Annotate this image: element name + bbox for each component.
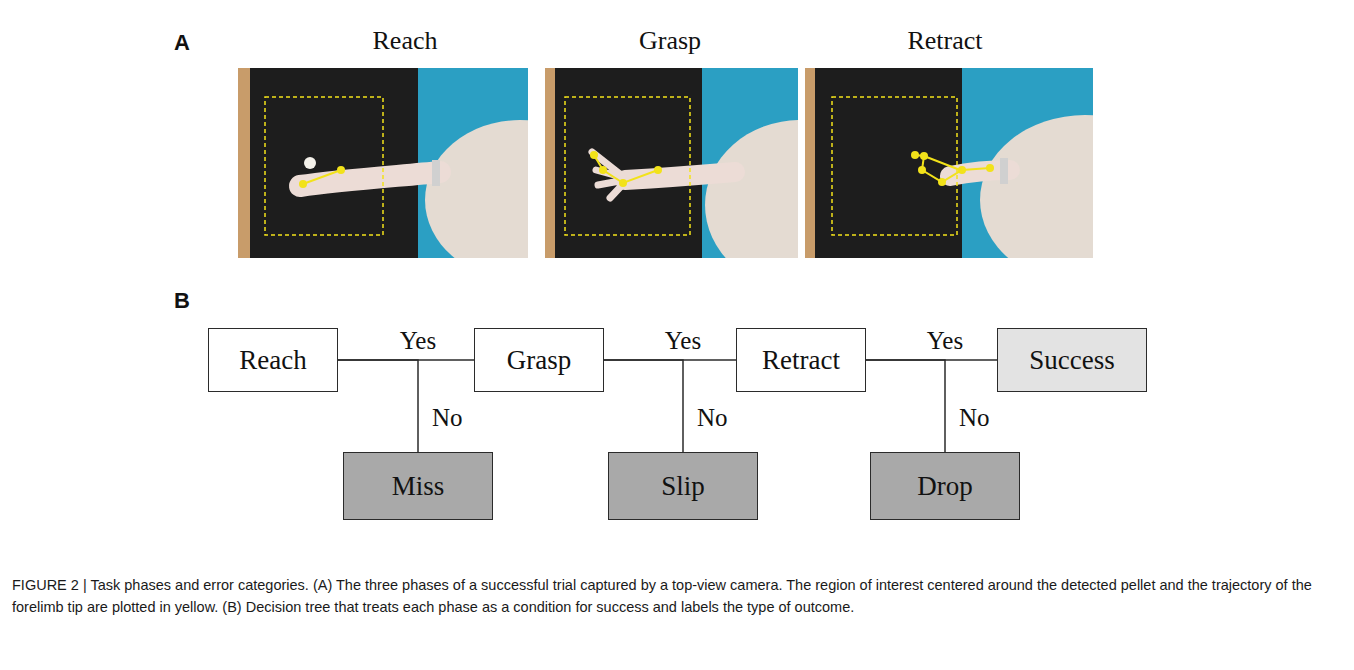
box-text: Drop bbox=[917, 471, 973, 502]
box-text: Grasp bbox=[507, 345, 571, 376]
box-text: Miss bbox=[392, 471, 445, 502]
phase-box: Retract bbox=[736, 328, 866, 392]
phase-box: Grasp bbox=[474, 328, 604, 392]
box-text: Reach bbox=[239, 345, 306, 376]
connector-line bbox=[338, 360, 418, 452]
reach-photo bbox=[238, 68, 528, 258]
edge-label: Yes bbox=[663, 327, 703, 355]
panel-letter: A bbox=[174, 30, 190, 56]
phase-box: Reach bbox=[208, 328, 338, 392]
edge-label: No bbox=[695, 404, 730, 432]
phase-title: Reach bbox=[373, 26, 438, 56]
connector-line bbox=[866, 360, 945, 452]
box-text: Retract bbox=[762, 345, 840, 376]
outcome-box: Success bbox=[997, 328, 1147, 392]
edge-label: Yes bbox=[925, 327, 965, 355]
retract-photo bbox=[805, 68, 1093, 258]
edge-label: No bbox=[430, 404, 465, 432]
phase-title: Grasp bbox=[639, 26, 701, 56]
connector-line bbox=[604, 360, 683, 452]
grasp-photo bbox=[545, 68, 798, 258]
edge-label: No bbox=[957, 404, 992, 432]
phase-title: Retract bbox=[907, 26, 982, 56]
error-box: Miss bbox=[343, 452, 493, 520]
error-box: Slip bbox=[608, 452, 758, 520]
box-text: Slip bbox=[661, 471, 705, 502]
error-box: Drop bbox=[870, 452, 1020, 520]
box-text: Success bbox=[1029, 345, 1114, 376]
edge-label: Yes bbox=[398, 327, 438, 355]
figure-caption: FIGURE 2 | Task phases and error categor… bbox=[12, 574, 1342, 618]
panel-letter: B bbox=[174, 288, 190, 314]
